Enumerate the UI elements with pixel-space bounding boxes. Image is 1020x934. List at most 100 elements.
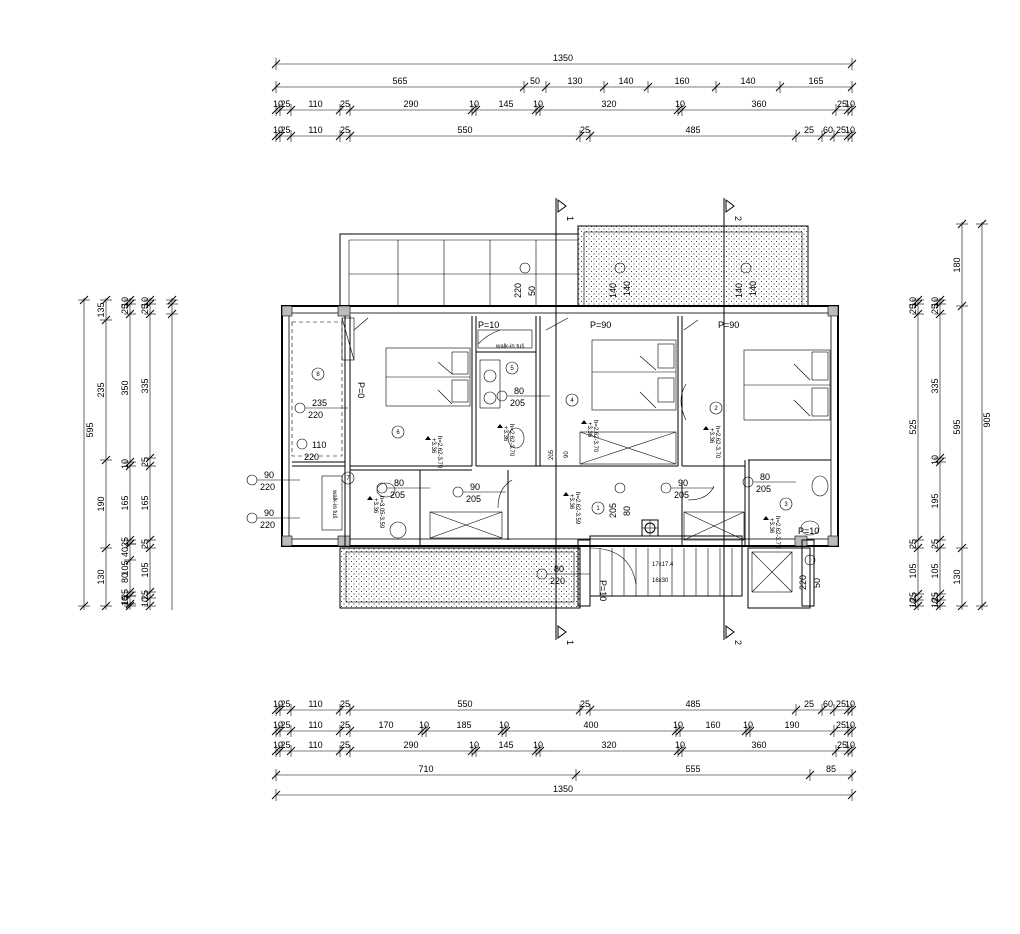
opening-tag-w1: 220 50 (513, 262, 537, 298)
top-row2-label: 360 (751, 99, 766, 109)
svg-text:140: 140 (748, 281, 758, 296)
top-row3-label: 10 (273, 125, 283, 135)
top-row2-label: 10 (273, 99, 283, 109)
left-col3-label: 165 (140, 495, 150, 510)
top-row2-label: 10 (675, 99, 685, 109)
top-row2-label: 10 (533, 99, 543, 109)
parapet-p3: P=90 (718, 320, 739, 330)
right-outer-label: 130 (952, 569, 962, 584)
axis-label-1-top: 1 (565, 216, 575, 221)
left-col3-label: 25 (140, 590, 150, 600)
parapet-p4: P=0 (356, 382, 366, 398)
left-col2-label: 105 (120, 560, 130, 575)
svg-text:6: 6 (396, 430, 400, 436)
top-row3-label: 25 (836, 125, 846, 135)
svg-text:50: 50 (812, 578, 822, 588)
svg-text:220: 220 (798, 575, 808, 590)
top-row2-label: 10 (845, 99, 855, 109)
bot-row3-label: 320 (601, 740, 616, 750)
svg-text:2: 2 (714, 406, 718, 412)
svg-text:8: 8 (316, 372, 320, 378)
svg-text:h=2.62-3.70: h=2.62-3.70 (592, 420, 598, 453)
building-walls (281, 305, 839, 607)
left-col4b-label: 40 (120, 547, 130, 557)
bot-row1-label: 25 (580, 699, 590, 709)
top-row3-label: 25 (340, 125, 350, 135)
bot-row3-label: 25 (837, 740, 847, 750)
bot-row2-label: 10 (419, 720, 429, 730)
top-row2-label: 25 (280, 99, 290, 109)
svg-text:220: 220 (513, 283, 523, 298)
dim-left-overall: 595 (85, 422, 95, 437)
left-col2-label: 25 (120, 537, 130, 547)
right-col2-label: 335 (930, 378, 940, 393)
left-outer-label: 135 (96, 302, 106, 317)
left-col2-label: 25 (120, 304, 130, 314)
bot-row1-label: 25 (804, 699, 814, 709)
right-col1-label: 25 (908, 304, 918, 314)
svg-text:1: 1 (596, 506, 600, 512)
top-row2-label: 10 (469, 99, 479, 109)
room-tag-7: 7 (341, 471, 355, 485)
svg-text:90: 90 (470, 482, 480, 492)
bot-row1-label: 10 (845, 699, 855, 709)
bot-row1-label: 60 (823, 699, 833, 709)
axis-label-2-top: 2 (733, 216, 743, 221)
room-numbers: 1 2 3 4 5 6 7 8 (311, 361, 793, 515)
grid-axes: 1 2 1 2 (555, 198, 743, 645)
bot-row1-label: 550 (457, 699, 472, 709)
bot-row2-label: 25 (280, 720, 290, 730)
bot-row3-label: 25 (340, 740, 350, 750)
left-col4b-label: 80 (120, 573, 130, 583)
bot-row2-label: 25 (836, 720, 846, 730)
bot-row1-label: 110 (308, 699, 322, 709)
right-col1-label: 25 (908, 592, 918, 602)
top-row1-label: 130 (567, 76, 582, 86)
parapet-p1: P=10 (478, 320, 499, 330)
bot-row3-label: 10 (675, 740, 685, 750)
svg-text:90: 90 (678, 478, 688, 488)
room-tag-5: 5 (505, 361, 519, 375)
axis-label-1-bottom: 1 (565, 640, 575, 645)
svg-text:90: 90 (264, 508, 274, 518)
top-row1-label: 565 (392, 76, 407, 86)
svg-text:h=2.62-3.70: h=2.62-3.70 (508, 424, 514, 457)
bot-row2-label: 110 (308, 720, 322, 730)
stair-step-size: 17x17.4 (652, 562, 674, 568)
furniture (321, 317, 831, 539)
svg-text:+3.36: +3.36 (708, 428, 714, 444)
right-outer-label: 595 (952, 419, 962, 434)
parapet-p2: P=90 (590, 320, 611, 330)
svg-text:140: 140 (622, 281, 632, 296)
top-row2-label: 25 (340, 99, 350, 109)
svg-text:205: 205 (466, 494, 481, 504)
top-row3-label: 550 (457, 125, 472, 135)
svg-text:+3.36: +3.36 (586, 422, 592, 438)
svg-text:220: 220 (260, 520, 275, 530)
room-tag-1: 1 (591, 501, 605, 515)
parapet-p5: P=10 (798, 526, 819, 536)
svg-text:205: 205 (390, 490, 405, 500)
svg-text:80: 80 (514, 386, 524, 396)
svg-text:205: 205 (510, 398, 525, 408)
dim-bottom-overall: 1350 (553, 784, 573, 794)
bot-row3-label: 10 (273, 740, 283, 750)
top-row2-label: 320 (601, 99, 616, 109)
bot-row2-label: 10 (673, 720, 683, 730)
bot-row1-label: 10 (273, 699, 283, 709)
svg-text:+3.36: +3.36 (372, 498, 378, 514)
right-col2-label: 10 (930, 297, 940, 307)
bot-row2-label: 10 (845, 720, 855, 730)
svg-text:50: 50 (527, 286, 537, 296)
svg-text:140: 140 (608, 283, 618, 298)
